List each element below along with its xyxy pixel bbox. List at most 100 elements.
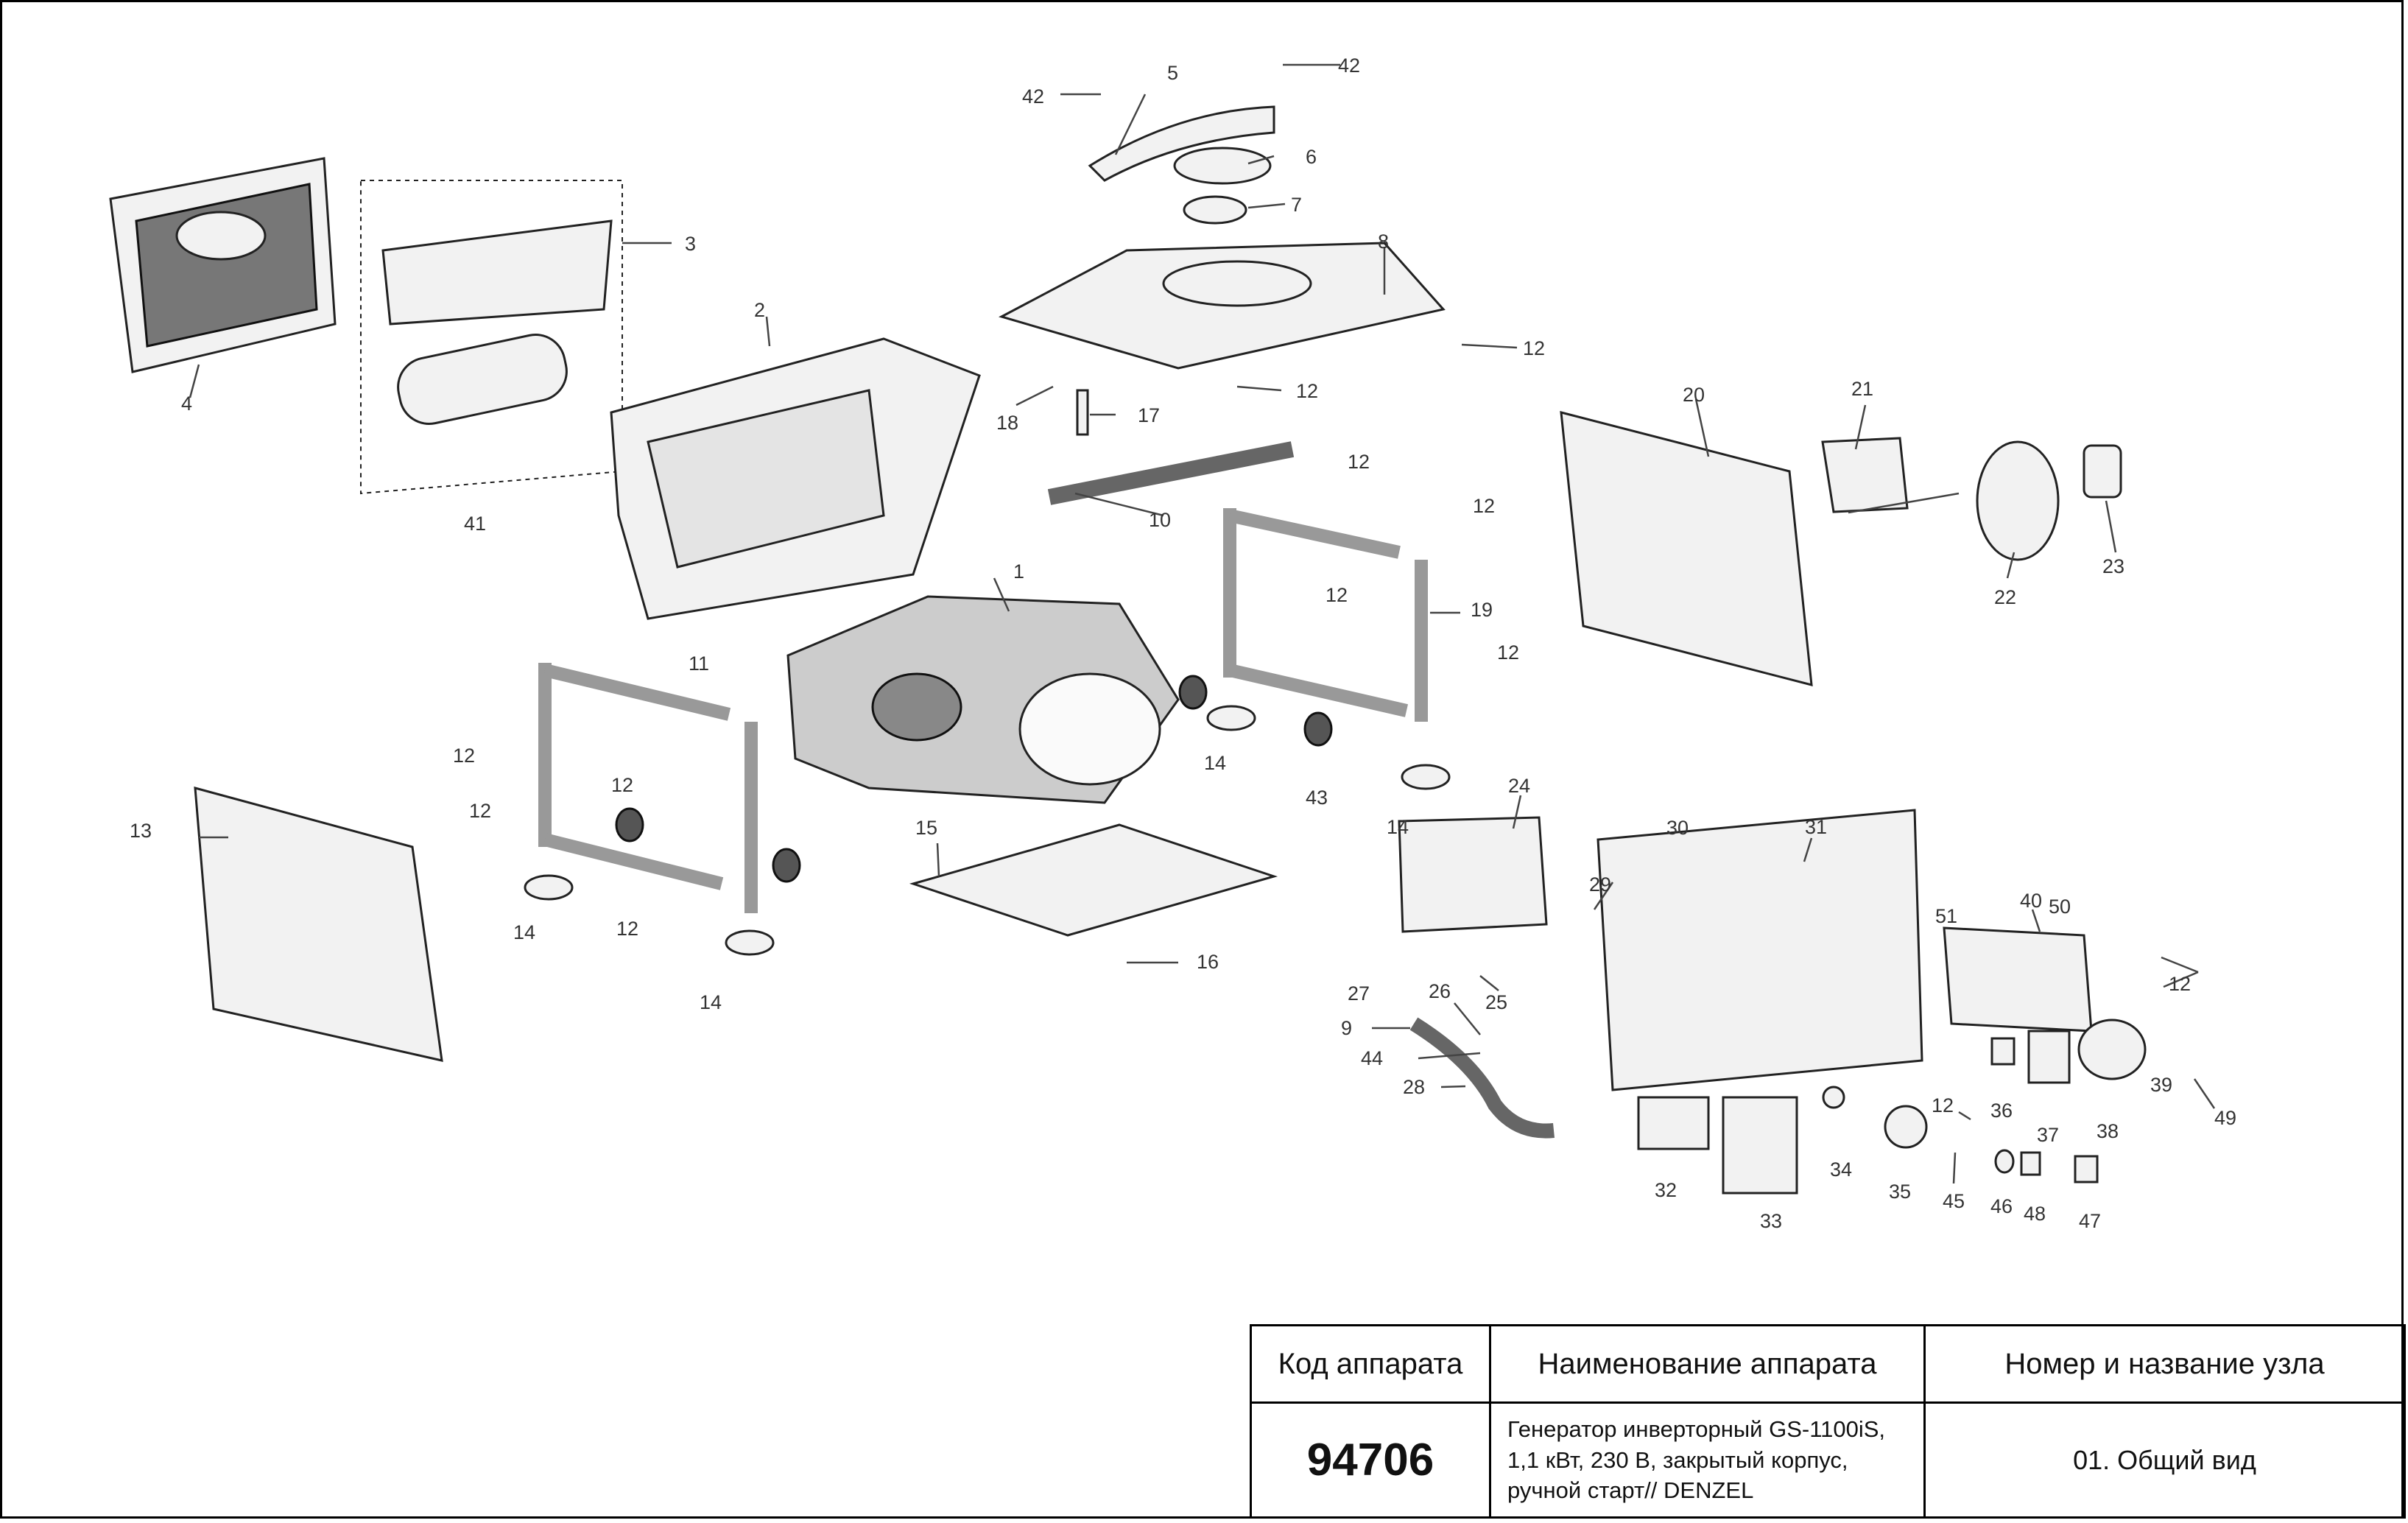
part-31-front-housing <box>1596 809 1923 1091</box>
part-22-cover <box>1976 440 2060 561</box>
callout-42a: 42 <box>1022 85 1044 108</box>
device-name-line-1: Генератор инверторный GS-1100iS, <box>1507 1415 1886 1442</box>
node-name-value: 01. Общий вид <box>1923 1401 2406 1519</box>
callout-12a: 12 <box>1523 337 1545 359</box>
part-5-handle <box>1088 105 1275 182</box>
part-43-bushing-d <box>772 848 801 883</box>
part-24-inverter <box>1398 816 1548 933</box>
device-code-value: 94706 <box>1250 1401 1491 1519</box>
callout-21: 21 <box>1851 378 1873 400</box>
leader-lines <box>189 63 2216 1184</box>
callout-12h: 12 <box>611 774 633 796</box>
callout-12g: 12 <box>453 745 475 767</box>
callout-12e: 12 <box>1326 584 1348 606</box>
callout-14a: 14 <box>1204 752 1226 774</box>
part-32-block <box>1637 1096 1710 1150</box>
part-3-muffler-group <box>360 180 623 495</box>
callout-31: 31 <box>1805 816 1827 838</box>
part-20-right-panel <box>1560 411 1813 686</box>
callout-40: 40 <box>2020 890 2042 912</box>
part-14-foot-c <box>524 874 574 901</box>
callout-2: 2 <box>754 299 765 321</box>
callout-36: 36 <box>1990 1100 2013 1122</box>
callout-14b: 14 <box>1387 816 1409 838</box>
part-36-part <box>1990 1037 2016 1066</box>
part-4-side-panel <box>109 157 337 373</box>
header-device-code: Код аппарата <box>1250 1324 1491 1404</box>
part-21-gasket <box>1821 437 1909 513</box>
callout-35: 35 <box>1889 1181 1911 1203</box>
part-35-socket <box>1884 1105 1928 1149</box>
callout-27: 27 <box>1348 982 1370 1005</box>
callout-46: 46 <box>1990 1195 2013 1217</box>
callout-22: 22 <box>1994 586 2016 608</box>
callout-5: 5 <box>1167 62 1178 84</box>
part-14-foot-b <box>1401 764 1451 790</box>
callout-20: 20 <box>1683 384 1705 406</box>
callout-44: 44 <box>1361 1047 1383 1069</box>
callout-7: 7 <box>1291 194 1302 216</box>
part-17-pin <box>1076 389 1089 436</box>
callout-30: 30 <box>1666 817 1689 839</box>
part-6-ring <box>1173 147 1272 185</box>
part-15-base <box>909 823 1278 937</box>
device-name-line-3: ручной старт// DENZEL <box>1507 1477 1754 1504</box>
callout-24: 24 <box>1508 775 1530 797</box>
callout-14c: 14 <box>513 921 535 943</box>
callout-8: 8 <box>1378 231 1389 253</box>
callout-12f: 12 <box>1497 641 1519 664</box>
part-14-foot-d <box>725 929 775 956</box>
header-node-name: Номер и название узла <box>1923 1324 2406 1404</box>
header-device-name: Наименование аппарата <box>1489 1324 1926 1404</box>
part-34-switch <box>1822 1086 1845 1109</box>
callout-9: 9 <box>1341 1017 1352 1039</box>
callout-25: 25 <box>1485 991 1507 1013</box>
part-38-part <box>2077 1019 2147 1080</box>
callout-14d: 14 <box>700 991 722 1013</box>
callout-6: 6 <box>1306 146 1317 168</box>
callout-47: 47 <box>2079 1210 2101 1232</box>
part-23-clip <box>2083 444 2122 499</box>
callout-11: 11 <box>689 653 709 675</box>
part-7-cap <box>1183 195 1247 225</box>
part-19-frame <box>1223 508 1428 722</box>
callout-33: 33 <box>1760 1210 1782 1232</box>
device-name-line-2: 1,1 кВт, 230 В, закрытый корпус, <box>1507 1446 1848 1473</box>
callout-39: 39 <box>2150 1074 2172 1096</box>
part-14-foot-a <box>1206 705 1256 731</box>
callout-34: 34 <box>1830 1158 1852 1181</box>
part-13-side-panel <box>194 786 443 1062</box>
part-2-housing <box>610 337 981 620</box>
part-11-frame <box>538 663 758 913</box>
part-10-rod <box>1047 441 1295 505</box>
callout-12c: 12 <box>1348 451 1370 473</box>
callout-38: 38 <box>2097 1120 2119 1142</box>
part-43-bushing-a <box>1303 711 1333 747</box>
callout-18: 18 <box>996 412 1018 434</box>
callout-51: 51 <box>1935 905 1957 927</box>
callout-12d: 12 <box>1473 495 1495 517</box>
callout-42b: 42 <box>1338 54 1360 77</box>
callout-19: 19 <box>1471 599 1493 621</box>
callout-4: 4 <box>181 393 192 415</box>
callout-10: 10 <box>1149 509 1171 531</box>
part-48-part <box>2020 1151 2041 1176</box>
part-37-part <box>2027 1030 2071 1084</box>
callout-28: 28 <box>1403 1076 1425 1098</box>
title-block-table: Код аппарата Наименование аппарата Номер… <box>1250 1324 2406 1519</box>
callout-3: 3 <box>685 233 696 255</box>
callout-1: 1 <box>1013 560 1024 583</box>
callout-labels: 1 2 3 4 5 6 7 8 9 10 11 12 12 12 12 12 1… <box>130 54 2236 1232</box>
callout-12j: 12 <box>616 918 638 940</box>
callout-23: 23 <box>2102 555 2124 577</box>
callout-12l: 12 <box>1932 1094 1954 1116</box>
callout-12k: 12 <box>2169 973 2191 995</box>
device-name-value: Генератор инверторный GS-1100iS, 1,1 кВт… <box>1489 1401 1926 1519</box>
callout-12b: 12 <box>1296 380 1318 402</box>
callout-32: 32 <box>1655 1179 1677 1201</box>
callout-45: 45 <box>1943 1190 1965 1212</box>
callout-48: 48 <box>2024 1203 2046 1225</box>
callout-26: 26 <box>1429 980 1451 1002</box>
